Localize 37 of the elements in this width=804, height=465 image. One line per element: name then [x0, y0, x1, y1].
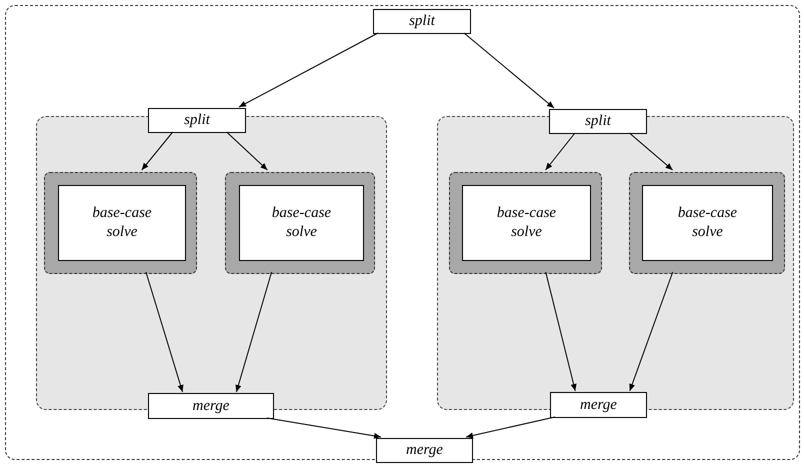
dashed-region [629, 172, 785, 274]
arrow [545, 132, 576, 170]
arrow [545, 272, 577, 392]
box-label: base-case solve [676, 204, 738, 242]
arrow [236, 272, 272, 392]
process-box [58, 185, 186, 261]
process-box [376, 438, 473, 463]
dashed-region [449, 172, 602, 274]
box-label: merge [579, 396, 618, 414]
dashed-region [5, 5, 800, 460]
arrow [238, 32, 378, 108]
process-box [148, 393, 274, 419]
arrow [226, 132, 268, 170]
arrow [629, 272, 674, 392]
arrow [466, 416, 556, 438]
process-box [550, 392, 647, 418]
arrow [464, 32, 554, 108]
arrow [628, 132, 674, 170]
process-box [642, 185, 773, 261]
dashed-region [44, 172, 197, 274]
box-label: merge [192, 396, 230, 416]
box-label: merge [405, 441, 444, 460]
process-box [462, 185, 591, 261]
box-label: split [183, 111, 212, 130]
dashed-region [225, 172, 375, 274]
process-box [549, 109, 647, 134]
arrow [141, 132, 174, 170]
arrow [266, 418, 382, 439]
box-label: split [408, 12, 436, 31]
process-box [373, 9, 471, 34]
box-label: split [584, 112, 612, 131]
box-label: base-case solve [496, 204, 558, 242]
box-label: base-case solve [270, 204, 332, 242]
process-box [148, 108, 246, 133]
process-box [239, 185, 364, 261]
arrow [145, 272, 184, 392]
box-label: base-case solve [91, 204, 153, 242]
